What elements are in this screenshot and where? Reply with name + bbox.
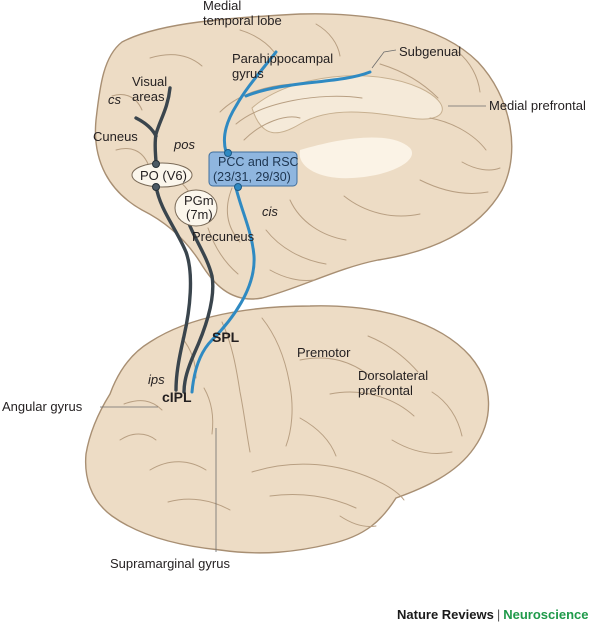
po-top-dot [152,160,160,168]
label-parahippocampal-1: Parahippocampal [232,51,333,66]
label-po-v6: PO (V6) [140,168,187,183]
journal-credit: Nature Reviews|Neuroscience [397,607,588,622]
label-ips: ips [148,372,165,387]
pcc-bottom-dot [234,183,242,191]
label-visual-areas-2: areas [132,89,165,104]
label-angular-gyrus: Angular gyrus [2,399,83,414]
label-pcc-rsc-2: (23/31, 29/30) [213,170,291,184]
dark-pathway-cs-branch [134,116,158,138]
leader-lines [100,49,486,552]
credit-section: Neuroscience [503,607,589,622]
blue-pathway-pcc-cipl [190,186,256,394]
label-pgm-1: PGm [184,193,214,208]
credit-separator: | [496,607,501,622]
pcc-rsc-box [208,151,298,187]
label-cuneus: Cuneus [93,129,138,144]
pathways [134,50,372,394]
label-cipl: cIPL [162,389,192,405]
label-dorsolateral-1: Dorsolateral [358,368,428,383]
label-medial-temporal-1: Medial [203,0,241,13]
label-pcc-rsc-1: PCC and RSC [218,155,299,169]
label-spl: SPL [212,329,240,345]
label-premotor: Premotor [297,345,351,360]
lateral-sulci [119,317,463,527]
label-cis: cis [262,204,278,219]
medial-brain-view [94,13,513,300]
label-pos: pos [173,137,195,152]
credit-journal: Nature Reviews [397,607,494,622]
thalamus-region [299,137,413,179]
label-visual-areas-1: Visual [132,74,167,89]
po-bottom-dot [152,183,160,191]
lateral-brain-outline [84,305,490,554]
nodes [131,149,298,227]
medial-sulci [111,23,501,281]
pcc-top-dot [224,149,232,157]
blue-pathway-parahippocampal-pcc [222,50,278,154]
label-subgenual: Subgenual [399,44,461,59]
pgm-node [174,189,218,227]
label-supramarginal-gyrus: Supramarginal gyrus [110,556,230,571]
corpus-callosum [251,75,443,134]
po-v6-node [131,162,193,188]
label-cs: cs [108,92,122,107]
label-medial-temporal-2: temporal lobe [203,13,282,28]
label-dorsolateral-2: prefrontal [358,383,413,398]
label-pgm-2: (7m) [186,207,213,222]
label-parahippocampal-2: gyrus [232,66,264,81]
dark-pathway-po-cipl [154,184,193,392]
blue-pathway-subgenual [244,70,372,98]
labels: Medial temporal lobe Parahippocampal gyr… [2,0,586,571]
label-precuneus: Precuneus [192,229,255,244]
lateral-brain-view [84,305,490,554]
dark-pathway-pgm-cipl [182,206,215,394]
label-medial-prefrontal: Medial prefrontal [489,98,586,113]
